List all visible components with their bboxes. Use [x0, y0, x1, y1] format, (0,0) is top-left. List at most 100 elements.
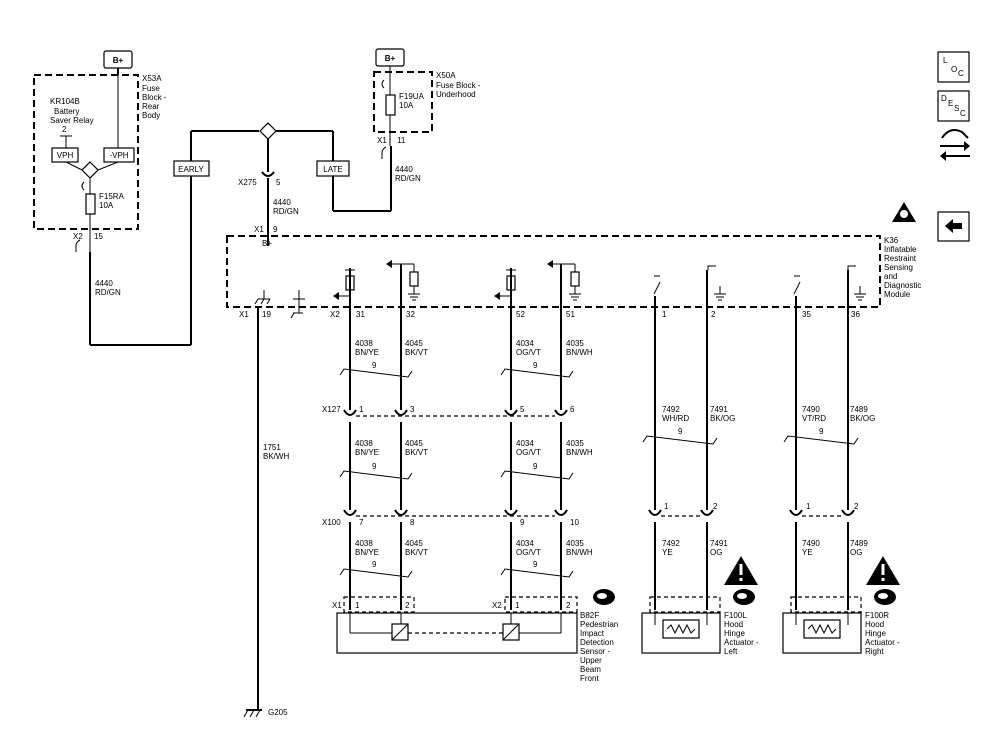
svg-text:9: 9 [520, 518, 525, 527]
svg-text:F100L: F100L [724, 611, 747, 620]
svg-text:9: 9 [533, 560, 538, 569]
svg-text:BN/WH: BN/WH [566, 548, 593, 557]
svg-text:4440: 4440 [273, 198, 291, 207]
svg-text:YE: YE [802, 548, 813, 557]
svg-text:9: 9 [372, 560, 377, 569]
svg-text:4035: 4035 [566, 439, 584, 448]
ground-g205-icon [243, 709, 262, 718]
svg-text:WH/RD: WH/RD [662, 414, 689, 423]
svg-text:9: 9 [273, 225, 278, 234]
svg-text:7489: 7489 [850, 405, 868, 414]
svg-text:BN/YE: BN/YE [355, 548, 379, 557]
twist-marker [500, 568, 574, 578]
svg-text:2: 2 [566, 601, 571, 610]
kr104b-name: KR104B [50, 97, 80, 106]
svg-text:B82F: B82F [580, 611, 599, 620]
svg-text:X100: X100 [322, 518, 341, 527]
internal-switch-1-2 [653, 265, 726, 301]
svg-text:6: 6 [570, 405, 575, 414]
svg-text:Sensor -: Sensor - [580, 647, 611, 656]
twist-marker [642, 435, 718, 445]
location-button[interactable]: L O C [937, 51, 970, 83]
svg-text:10A: 10A [99, 201, 114, 210]
svg-text:32: 32 [406, 310, 415, 319]
svg-text:C: C [960, 109, 966, 118]
svg-text:Body: Body [142, 111, 160, 120]
svg-text:2: 2 [711, 310, 716, 319]
svg-text:D: D [941, 94, 947, 103]
svg-text:BN/WH: BN/WH [566, 348, 593, 357]
svg-text:RD/GN: RD/GN [395, 174, 421, 183]
svg-text:9: 9 [678, 427, 683, 436]
twist-marker [339, 470, 413, 480]
svg-text:1: 1 [355, 601, 360, 610]
svg-text:51: 51 [566, 310, 575, 319]
svg-text:C: C [958, 69, 964, 78]
battery-positive-label-left: B+ [113, 56, 124, 65]
svg-text:11: 11 [397, 136, 406, 145]
svg-text:9: 9 [533, 361, 538, 370]
warning-icon [724, 556, 758, 585]
svg-text:YE: YE [662, 548, 673, 557]
svg-text:4440: 4440 [395, 165, 413, 174]
svg-text:2: 2 [713, 502, 718, 511]
fuse-block-underhood: B+ X50A Fuse Block - Underhood F19UA 10A… [373, 48, 481, 159]
svg-text:4045: 4045 [405, 439, 423, 448]
svg-text:OG: OG [710, 548, 722, 557]
actuator-icon [874, 589, 896, 605]
svg-text:G205: G205 [268, 708, 288, 717]
svg-text:BK/OG: BK/OG [850, 414, 875, 423]
x53a-name: X53A [142, 74, 162, 83]
actuator-harness: 7492 WH/RD 7491 BK/OG 7490 VT/RD 7489 BK… [642, 270, 875, 610]
svg-text:4034: 4034 [516, 339, 534, 348]
svg-text:Right: Right [865, 647, 884, 656]
svg-text:VPH: VPH [57, 151, 74, 160]
internal-ground-icon [254, 290, 271, 305]
svg-text:Detection: Detection [580, 638, 614, 647]
svg-text:RD/GN: RD/GN [273, 207, 299, 216]
warning-icon [866, 556, 900, 585]
description-button[interactable]: D E S C [937, 90, 970, 122]
svg-text:7: 7 [359, 518, 364, 527]
svg-text:X2: X2 [492, 601, 502, 610]
svg-text:9: 9 [372, 361, 377, 370]
svg-text:BN/WH: BN/WH [566, 448, 593, 457]
svg-text:X50A: X50A [436, 71, 456, 80]
svg-text:BK/OG: BK/OG [710, 414, 735, 423]
hood-actuator-right: F100R Hood Hinge Actuator - Right [782, 556, 900, 656]
twist-marker [783, 435, 859, 445]
b82f-connector-x2 [504, 596, 578, 613]
vph-box [51, 147, 79, 163]
svg-text:BK/WH: BK/WH [263, 452, 289, 461]
svg-text:VT/RD: VT/RD [802, 414, 826, 423]
svg-text:1: 1 [664, 502, 669, 511]
b82f-connector-x1 [343, 596, 415, 613]
k36-outline [226, 235, 881, 308]
svg-text:7490: 7490 [802, 539, 820, 548]
svg-text:BN/YE: BN/YE [355, 448, 379, 457]
connector-view-icon[interactable] [940, 129, 970, 161]
svg-text:4035: 4035 [566, 539, 584, 548]
svg-text:5: 5 [520, 405, 525, 414]
svg-text:F15RA: F15RA [99, 192, 125, 201]
svg-text:7490: 7490 [802, 405, 820, 414]
svg-text:EARLY: EARLY [178, 165, 204, 174]
back-button[interactable] [937, 211, 970, 242]
svg-text:Impact: Impact [580, 629, 605, 638]
svg-text:RD/GN: RD/GN [95, 288, 121, 297]
svg-text:2: 2 [62, 125, 67, 134]
svg-text:X1: X1 [239, 310, 249, 319]
svg-text:Sensing: Sensing [884, 263, 913, 272]
svg-text:2: 2 [405, 601, 410, 610]
svg-text:Battery: Battery [54, 107, 79, 116]
svg-text:31: 31 [356, 310, 365, 319]
k36-module: K36 Inflatable Restraint Sensing and Dia… [226, 202, 921, 319]
chassis-ground-icon [290, 290, 305, 319]
svg-text:Module: Module [884, 290, 911, 299]
svg-text:BK/VT: BK/VT [405, 548, 428, 557]
svg-text:Saver Relay: Saver Relay [50, 116, 94, 125]
svg-text:4440: 4440 [95, 279, 113, 288]
svg-text:Underhood: Underhood [436, 90, 476, 99]
svg-text:E: E [948, 99, 953, 108]
svg-text:7492: 7492 [662, 405, 680, 414]
